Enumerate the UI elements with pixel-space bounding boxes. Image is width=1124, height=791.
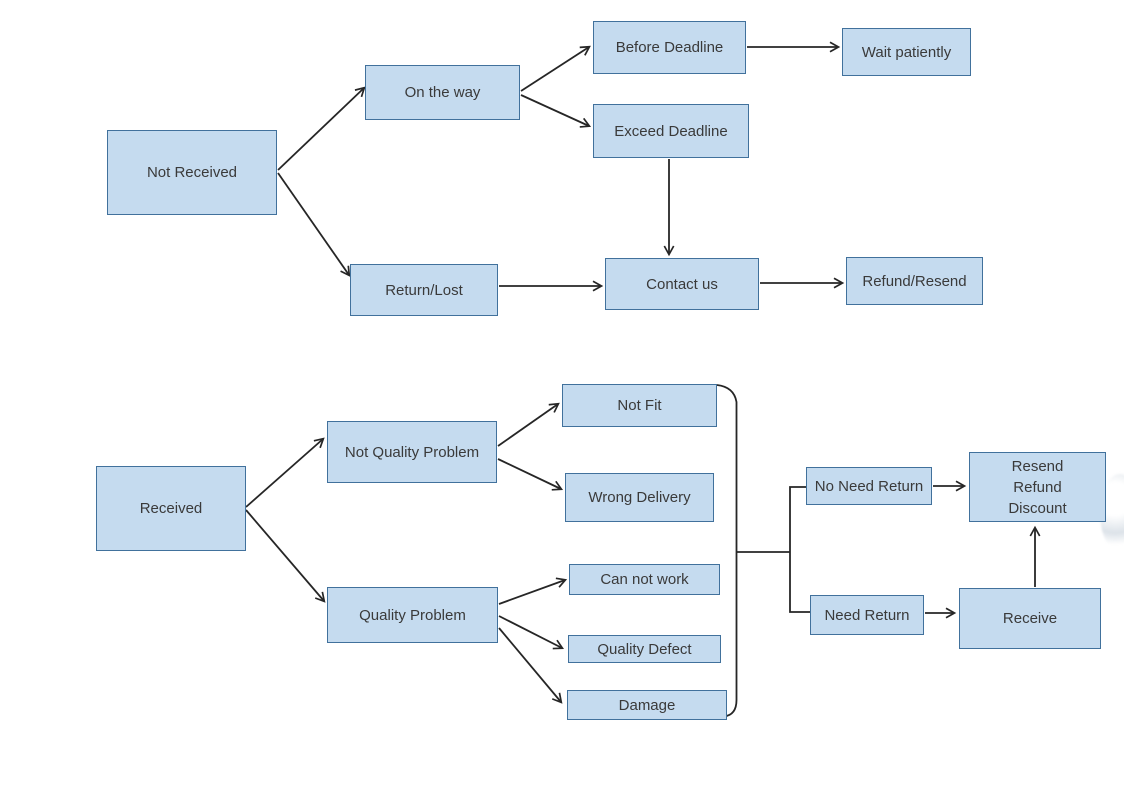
edge-fork-branches	[789, 486, 810, 613]
node-need-return: Need Return	[810, 595, 924, 635]
node-label-return-lost: Return/Lost	[385, 281, 463, 299]
node-label-resend-refund-discount: Resend Refund Discount	[1008, 457, 1067, 517]
node-contact-us: Contact us	[605, 258, 759, 310]
edge-bracket-collector	[716, 384, 738, 718]
edge-not-received-to-on-the-way	[277, 86, 366, 171]
node-before-deadline: Before Deadline	[593, 21, 746, 74]
node-damage: Damage	[567, 690, 727, 720]
node-refund-resend: Refund/Resend	[846, 257, 983, 305]
node-can-not-work: Can not work	[569, 564, 720, 595]
node-exceed-deadline: Exceed Deadline	[593, 104, 749, 158]
node-label-quality-defect: Quality Defect	[597, 640, 692, 658]
node-label-exceed-deadline: Exceed Deadline	[614, 122, 728, 140]
node-label-received: Received	[139, 500, 203, 517]
node-label-damage: Damage	[618, 696, 676, 714]
node-label-not-quality-problem: Not Quality Problem	[344, 443, 480, 461]
edge-qp-to-quality-defect	[498, 615, 565, 650]
node-label-need-return: Need Return	[824, 606, 910, 624]
node-wrong-delivery: Wrong Delivery	[565, 473, 714, 522]
node-quality-problem: Quality Problem	[327, 587, 498, 643]
edge-qp-to-damage	[498, 627, 563, 704]
node-label-before-deadline: Before Deadline	[615, 39, 724, 56]
edge-received-to-quality-problem	[245, 509, 326, 603]
node-label-contact-us: Contact us	[646, 275, 718, 293]
node-label-quality-problem: Quality Problem	[359, 606, 466, 624]
node-not-fit: Not Fit	[562, 384, 717, 427]
edge-received-to-not-quality-problem	[245, 437, 325, 508]
edge-on-the-way-to-before-deadline	[520, 45, 591, 92]
node-label-no-need-return: No Need Return	[814, 477, 924, 495]
node-wait-patiently: Wait patiently	[842, 28, 971, 76]
node-label-wait-patiently: Wait patiently	[861, 43, 952, 61]
node-receive: Receive	[959, 588, 1101, 649]
node-on-the-way: On the way	[365, 65, 520, 120]
node-label-refund-resend: Refund/Resend	[862, 272, 967, 290]
node-received: Received	[96, 466, 246, 551]
node-label-receive: Receive	[1002, 610, 1058, 627]
node-return-lost: Return/Lost	[350, 264, 498, 316]
edge-not-received-to-return-lost	[277, 172, 351, 277]
edge-nqp-to-not-fit	[497, 402, 560, 447]
node-label-on-the-way: On the way	[404, 84, 481, 101]
node-label-wrong-delivery: Wrong Delivery	[588, 489, 691, 506]
node-not-received: Not Received	[107, 130, 277, 215]
node-resend-refund-discount: Resend Refund Discount	[969, 452, 1106, 522]
edge-nqp-to-wrong-delivery	[497, 458, 564, 491]
node-label-can-not-work: Can not work	[600, 571, 689, 588]
edge-on-the-way-to-exceed-deadline	[520, 94, 592, 128]
node-label-not-fit: Not Fit	[617, 397, 662, 414]
node-label-not-received: Not Received	[146, 164, 238, 181]
node-no-need-return: No Need Return	[806, 467, 932, 505]
node-not-quality-problem: Not Quality Problem	[327, 421, 497, 483]
node-quality-defect: Quality Defect	[568, 635, 721, 663]
edge-qp-to-can-not-work	[498, 577, 568, 605]
